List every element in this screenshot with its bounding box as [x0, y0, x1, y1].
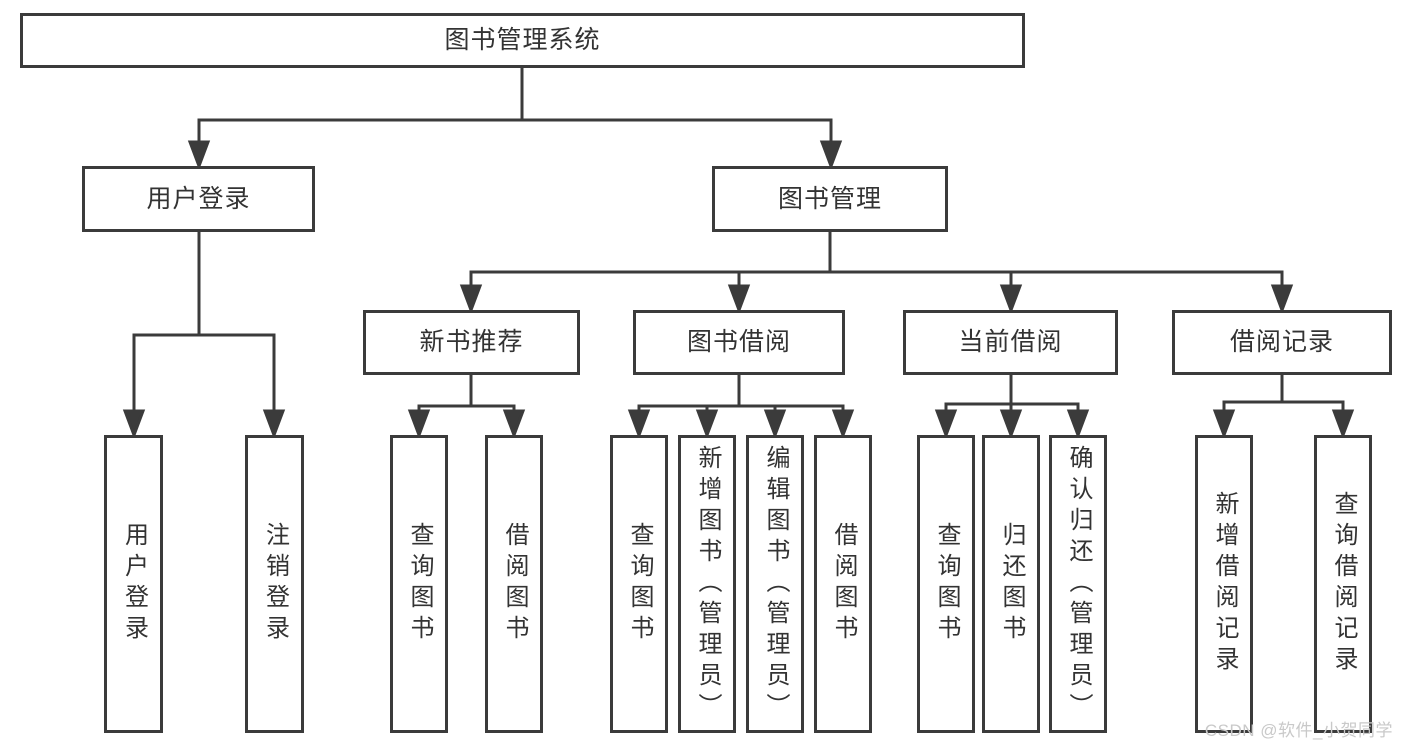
leaf-query-books-borrow-label: 查询图书: [626, 522, 653, 646]
leaf-return-book-label: 归还图书: [998, 522, 1025, 646]
leaf-add-book-admin-label: 新增图书（管理员）: [694, 444, 721, 724]
leaf-query-books-borrow: 查询图书: [610, 435, 668, 733]
leaf-edit-book-admin: 编辑图书（管理员）: [746, 435, 804, 733]
leaf-user-login: 用户登录: [104, 435, 163, 733]
leaf-user-login-label: 用户登录: [120, 522, 148, 646]
leaf-query-books-recommend-label: 查询图书: [406, 522, 433, 646]
leaf-add-book-admin: 新增图书（管理员）: [678, 435, 736, 733]
node-current-borrow: 当前借阅: [903, 310, 1118, 375]
leaf-logout-label: 注销登录: [261, 522, 289, 646]
leaf-borrow-books-label: 借阅图书: [830, 522, 857, 646]
node-user-login: 用户登录: [82, 166, 315, 232]
leaf-query-borrow-record-label: 查询借阅记录: [1330, 491, 1357, 677]
leaf-add-borrow-record-label: 新增借阅记录: [1211, 491, 1238, 677]
leaf-return-book: 归还图书: [982, 435, 1040, 733]
node-root-label: 图书管理系统: [444, 26, 601, 54]
leaf-borrow-books-recommend: 借阅图书: [485, 435, 543, 733]
node-root: 图书管理系统: [20, 13, 1025, 68]
csdn-watermark: CSDN @软件_小贺同学: [1204, 721, 1393, 740]
node-borrow-records-label: 借阅记录: [1229, 328, 1334, 356]
leaf-query-books-current-label: 查询图书: [933, 522, 960, 646]
node-book-management-label: 图书管理: [777, 184, 882, 213]
node-user-login-label: 用户登录: [146, 184, 251, 213]
node-borrow-records: 借阅记录: [1172, 310, 1392, 375]
leaf-query-books-recommend: 查询图书: [390, 435, 448, 733]
leaf-query-borrow-record: 查询借阅记录: [1314, 435, 1372, 733]
node-new-book-recommend-label: 新书推荐: [419, 328, 524, 356]
leaf-add-borrow-record: 新增借阅记录: [1195, 435, 1253, 733]
leaf-borrow-books: 借阅图书: [814, 435, 872, 733]
leaf-edit-book-admin-label: 编辑图书（管理员）: [762, 444, 789, 724]
node-book-management: 图书管理: [712, 166, 948, 232]
node-book-borrow: 图书借阅: [633, 310, 845, 375]
node-new-book-recommend: 新书推荐: [363, 310, 580, 375]
node-book-borrow-label: 图书借阅: [686, 328, 791, 356]
node-current-borrow-label: 当前借阅: [958, 328, 1063, 356]
leaf-borrow-books-recommend-label: 借阅图书: [501, 522, 528, 646]
leaf-query-books-current: 查询图书: [917, 435, 975, 733]
leaf-logout: 注销登录: [245, 435, 304, 733]
leaf-confirm-return-admin-label: 确认归还（管理员）: [1065, 444, 1092, 724]
leaf-confirm-return-admin: 确认归还（管理员）: [1049, 435, 1107, 733]
